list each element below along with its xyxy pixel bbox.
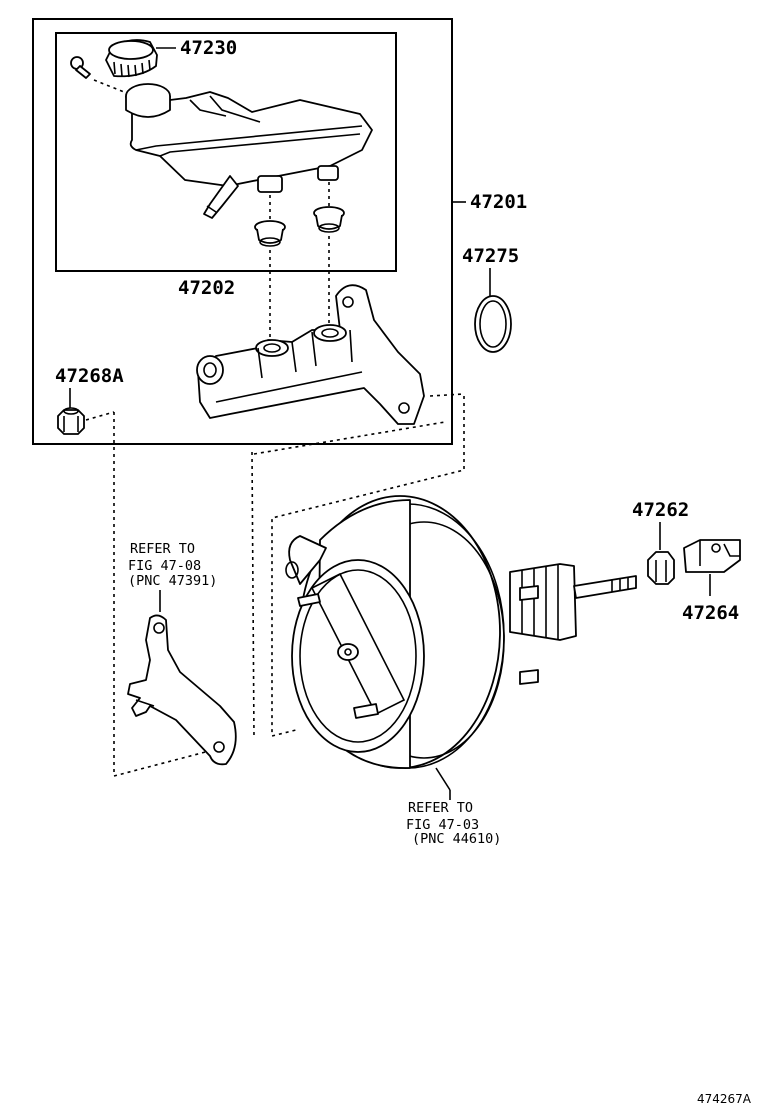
nut-part-47268a[interactable] [57, 407, 85, 435]
bracket-part[interactable] [127, 614, 237, 766]
ref-booster-line1: REFER TO [408, 800, 473, 816]
part-number-47201: 47201 [470, 191, 527, 213]
ref-bracket-line2: FIG 47-08 [128, 558, 201, 574]
o-ring-part[interactable] [474, 295, 512, 353]
part-number-47275: 47275 [462, 245, 519, 267]
reservoir-tank-part[interactable] [125, 83, 373, 219]
master-cylinder-part[interactable] [196, 284, 425, 425]
grommet-part-left[interactable] [254, 220, 286, 247]
part-number-47230: 47230 [180, 37, 237, 59]
part-number-47262: 47262 [632, 499, 689, 521]
part-number-47264: 47264 [682, 602, 739, 624]
reservoir-screw-part[interactable] [70, 56, 91, 79]
ref-bracket-line3: (PNC 47391) [128, 573, 217, 589]
grommet-part-right[interactable] [313, 206, 345, 233]
part-number-47268a: 47268A [55, 365, 124, 387]
nut-part-47262[interactable] [647, 551, 675, 585]
ref-bracket-line1: REFER TO [130, 541, 195, 557]
ref-booster-line2: FIG 47-03 [406, 817, 479, 833]
assembly-outer-frame [32, 18, 453, 445]
part-number-47202: 47202 [178, 277, 235, 299]
ref-booster-line3: (PNC 44610) [412, 831, 501, 847]
reservoir-inner-frame [55, 32, 397, 272]
reservoir-cap-part[interactable] [105, 39, 158, 78]
brake-booster-part[interactable] [285, 495, 637, 791]
clevis-part[interactable] [683, 539, 741, 573]
diagram-code: 474267A [697, 1092, 752, 1106]
